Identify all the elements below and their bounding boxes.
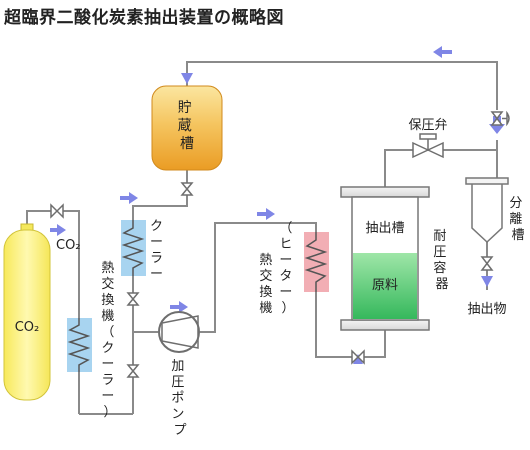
heat-exchanger-heater-label: 熱 交 換 機 （ ヒ ー タ ー ） bbox=[259, 221, 296, 316]
arrow-left-icon bbox=[433, 46, 452, 58]
pressure-vessel bbox=[340, 186, 430, 331]
valve-top-right[interactable] bbox=[490, 110, 510, 127]
arrow-right-icon bbox=[120, 192, 138, 204]
pipe-tank-to-cooler bbox=[132, 170, 188, 220]
raw-material-fill bbox=[353, 253, 417, 319]
page-title: 超臨界二酸化炭素抽出装置の概略図 bbox=[4, 8, 284, 28]
extraction-tank-label: 抽出槽 bbox=[365, 221, 404, 236]
pressure-valve-label: 保圧弁 bbox=[408, 118, 447, 133]
valve-icon[interactable] bbox=[480, 256, 494, 271]
coil-icon bbox=[304, 232, 328, 292]
valve-icon[interactable] bbox=[351, 349, 365, 365]
separator-tank bbox=[465, 177, 509, 244]
pipe-pump-to-heater bbox=[200, 222, 317, 333]
pipe-return-top bbox=[186, 61, 498, 110]
valve-icon[interactable] bbox=[490, 111, 504, 126]
pressure-pump bbox=[158, 311, 200, 353]
arrow-right-icon bbox=[170, 301, 188, 313]
pressure-vessel-label: 耐 圧 容 器 bbox=[433, 229, 450, 292]
arrow-up-icon bbox=[353, 354, 363, 364]
storage-tank-label: 貯 蔵 槽 bbox=[178, 100, 196, 152]
coil-icon bbox=[67, 318, 91, 372]
valve-icon[interactable] bbox=[126, 364, 140, 378]
valve-icon[interactable] bbox=[50, 203, 64, 219]
arrow-right-icon bbox=[257, 208, 275, 220]
arrow-right-icon bbox=[50, 224, 66, 236]
extract-label: 抽出物 bbox=[467, 302, 506, 317]
pipes bbox=[26, 61, 498, 415]
pressure-pump-label: 加 圧 ポ ン プ bbox=[171, 359, 188, 438]
co2-cylinder-label: CO₂ bbox=[15, 320, 40, 335]
co2-pipe-label: CO₂ bbox=[56, 238, 81, 253]
storage-tank bbox=[151, 85, 223, 171]
raw-material-label: 原料 bbox=[372, 278, 398, 293]
arrow-down-icon bbox=[181, 73, 193, 84]
heat-exchanger-cooler-label: 熱 交 換 機 （ ク ー ラ ー ） bbox=[101, 261, 118, 420]
cooler-label: ク ー ラ ー bbox=[150, 219, 167, 282]
arrow-down-icon bbox=[481, 276, 493, 287]
valves bbox=[50, 182, 494, 378]
valve-icon[interactable] bbox=[180, 182, 194, 196]
pressure-holding-valve[interactable] bbox=[412, 133, 444, 159]
co2-cylinder bbox=[3, 229, 51, 401]
separator-label: 分 離 槽 bbox=[509, 196, 526, 243]
coil-icon bbox=[121, 220, 145, 276]
valve-icon[interactable] bbox=[126, 292, 140, 306]
pipe-heater-to-vessel bbox=[315, 292, 386, 358]
